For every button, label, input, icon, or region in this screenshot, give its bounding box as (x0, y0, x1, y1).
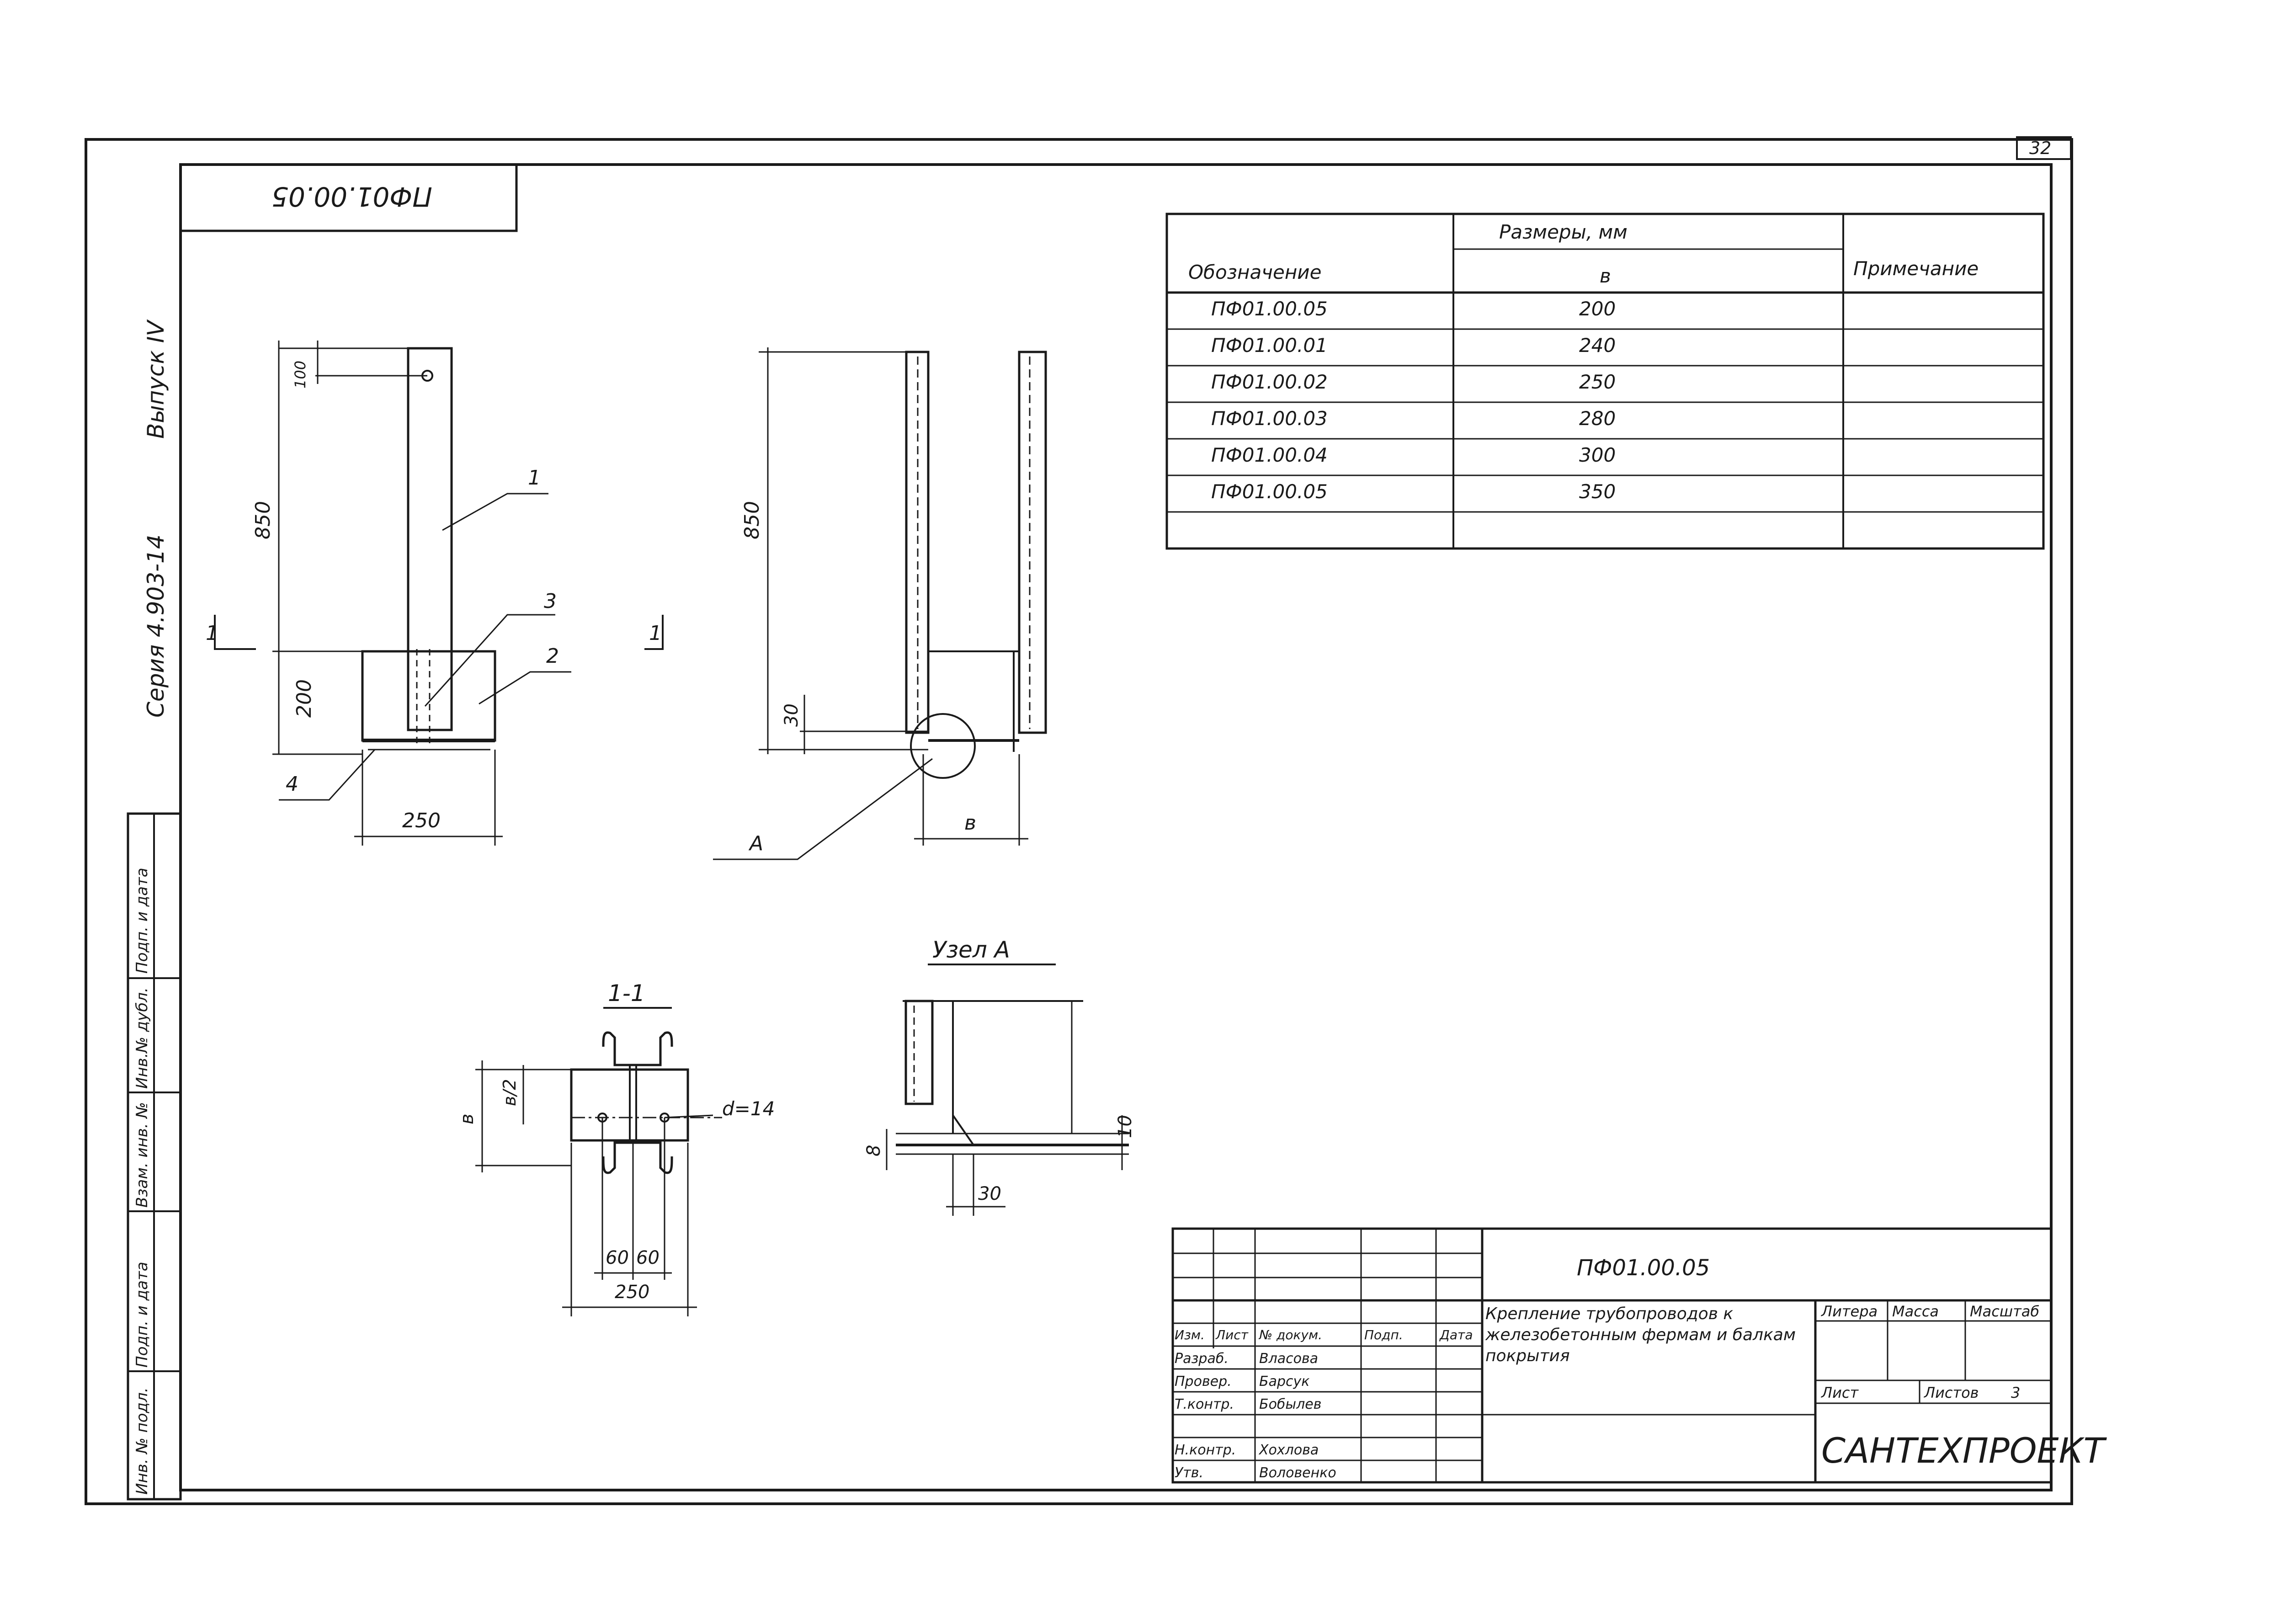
label-doc-no: № докум. (1258, 1327, 1322, 1342)
name-checked: Барсук (1259, 1374, 1309, 1390)
sheet-frame: 32 (85, 136, 2073, 1505)
sheets-count: 3 (2011, 1384, 2020, 1401)
node-dim-8: 8 (863, 1145, 884, 1156)
sheet-label: Лист (1821, 1384, 1859, 1401)
table-row-b: 200 (1579, 298, 1616, 320)
section-dim-width: 250 (615, 1282, 649, 1303)
stamp-code: ПФ01.00.05 (271, 181, 432, 212)
name-norm-control: Хохлова (1258, 1442, 1319, 1458)
side-stamp-cell-4: Подп. и дата (133, 1262, 151, 1368)
inverted-code-stamp: ПФ01.00.05 (179, 163, 518, 232)
hole-diameter: d=14 (722, 1097, 775, 1120)
side-stamp: Подп. и дата Инв.№ дубл. Взам. инв. № По… (127, 812, 182, 1501)
side-stamp-cell-3: Взам. инв. № (133, 1102, 151, 1208)
table-row-designation: ПФ01.00.01 (1211, 334, 1328, 357)
callout-1: 1 (528, 466, 541, 490)
scale-label: Масштаб (1970, 1303, 2039, 1320)
table-header-group: Размеры, мм (1499, 221, 1628, 243)
table-row-designation: ПФ01.00.04 (1211, 444, 1328, 466)
table-header-designation: Обозначение (1188, 261, 1321, 283)
label-approved: Утв. (1175, 1465, 1203, 1481)
dim-height: 850 (251, 501, 275, 539)
table-row-b: 280 (1579, 407, 1616, 430)
node-title: Узел А (932, 937, 1010, 963)
series-label: Серия 4.903-14 (143, 534, 169, 718)
side-view: 850 30 в А 1 (644, 347, 1047, 860)
label-signature: Подп. (1364, 1327, 1403, 1342)
label-developed: Разраб. (1175, 1351, 1229, 1367)
section-title: 1-1 (608, 980, 645, 1006)
table-row-b: 350 (1579, 480, 1616, 503)
dim-width: 250 (402, 809, 441, 832)
node-dim-30: 30 (978, 1183, 1001, 1204)
section-dim-b: в (457, 1113, 478, 1124)
name-approved: Воловенко (1259, 1465, 1336, 1481)
issue-label: Выпуск IV (143, 319, 169, 439)
section-dim-spacing-b: 60 (636, 1247, 660, 1268)
dim-base-height: 200 (293, 679, 316, 718)
callout-4: 4 (286, 772, 298, 796)
label-norm-control: Н.контр. (1175, 1442, 1236, 1458)
title-description: Крепление трубопроводов к железобетонным… (1485, 1305, 1796, 1365)
label-date: Дата (1439, 1327, 1473, 1342)
side-stamp-cell-5: Инв. № подл. (133, 1387, 151, 1495)
dim-top-offset: 100 (292, 361, 309, 389)
label-checked: Провер. (1175, 1374, 1232, 1390)
name-tech-control: Бобылев (1259, 1396, 1321, 1412)
callout-2: 2 (546, 644, 559, 668)
name-developed: Власова (1259, 1351, 1318, 1367)
mass-label: Масса (1892, 1303, 1939, 1320)
section-dim-spacing-a: 60 (606, 1247, 629, 1268)
front-view: 100 850 200 250 1 2 3 4 1 (206, 341, 571, 846)
table-header-b: в (1600, 265, 1611, 287)
side-stamp-cell-1: Подп. и дата (133, 868, 151, 974)
section-view: 1-1 d=14 в в/2 60 60 250 (457, 980, 775, 1316)
side-stamp-cell-2: Инв.№ дубл. (133, 987, 151, 1089)
section-dim-half-b: в/2 (500, 1079, 520, 1106)
letter-label: Литера (1821, 1303, 1878, 1320)
table-row-b: 250 (1579, 371, 1616, 393)
section-mark-left: 1 (206, 622, 218, 645)
table-row-b: 240 (1579, 334, 1616, 357)
callout-3: 3 (544, 590, 557, 613)
table-row-designation: ПФ01.00.02 (1211, 371, 1328, 393)
section-mark-right: 1 (649, 622, 662, 645)
label-sheet: Лист (1215, 1327, 1249, 1342)
label-change: Изм. (1175, 1327, 1205, 1342)
table-row-b: 300 (1579, 444, 1616, 466)
title-block: ПФ01.00.05 Изм. Лист № докум. Подп. Дата… (1171, 1227, 2107, 1484)
side-dim-height: 850 (740, 501, 764, 539)
sheets-label: Листов (1924, 1384, 1979, 1401)
label-tech-control: Т.контр. (1175, 1396, 1234, 1412)
side-dim-offset: 30 (781, 703, 802, 727)
title-designation: ПФ01.00.05 (1577, 1255, 1710, 1281)
sizes-table: Размеры, мм Обозначение в Примечание ПФ0… (1165, 213, 2045, 550)
organization: САНТЕХПРОЕКТ (1821, 1430, 2107, 1471)
table-header-note: Примечание (1853, 257, 1979, 280)
page-number: 32 (2029, 138, 2051, 158)
table-row-designation: ПФ01.00.05 (1211, 298, 1328, 320)
node-dim-10: 10 (1115, 1115, 1136, 1138)
table-row-designation: ПФ01.00.05 (1211, 480, 1328, 503)
node-view: Узел А 10 8 30 (863, 937, 1136, 1216)
node-label: А (748, 832, 763, 855)
side-dim-width: в (964, 811, 976, 835)
table-row-designation: ПФ01.00.03 (1211, 407, 1328, 430)
